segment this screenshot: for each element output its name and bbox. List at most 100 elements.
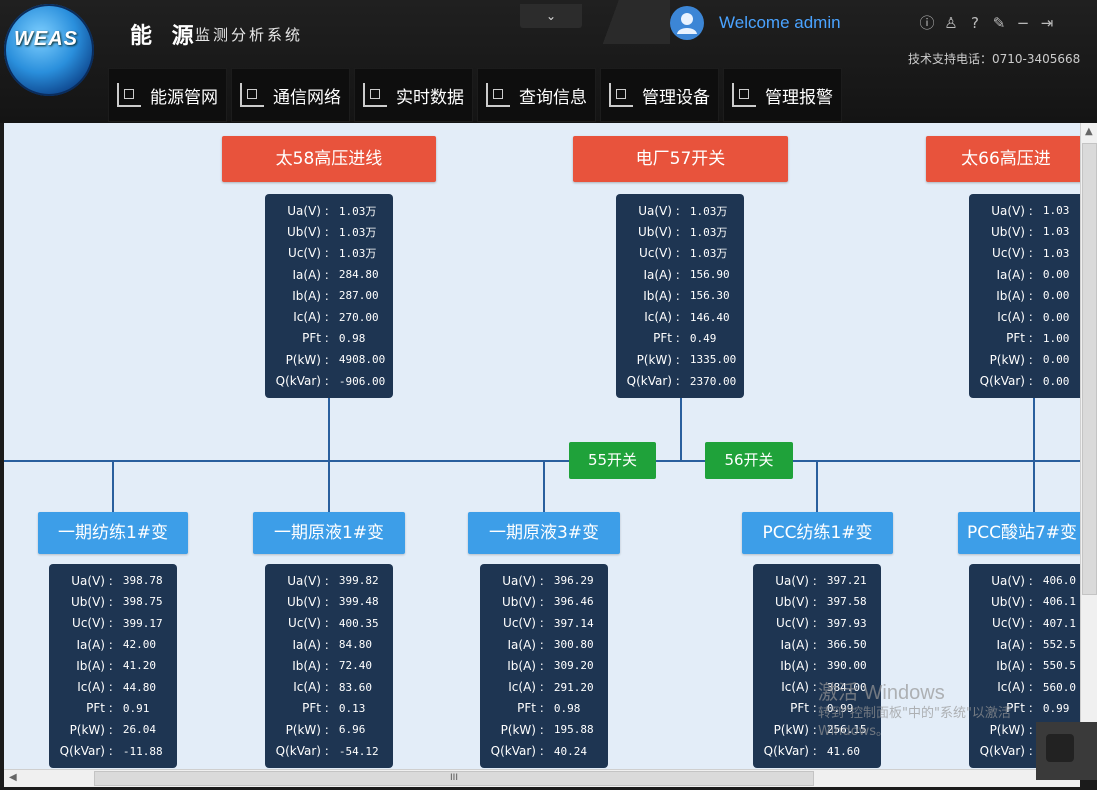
- metric-label: PFt :: [302, 331, 329, 346]
- metric-value: 407.1: [1042, 616, 1076, 630]
- metric-row: Uc(V) : 1.03: [969, 243, 1080, 264]
- user-avatar-icon[interactable]: [670, 6, 704, 40]
- metric-value: 42.00: [122, 638, 156, 652]
- incomer-button-2[interactable]: 电厂57开关: [573, 136, 788, 182]
- metric-value: 83.60: [338, 680, 372, 694]
- metric-value: 1.03万: [338, 225, 377, 239]
- metric-label: Uc(V) :: [503, 616, 544, 631]
- stem-feeder-1: [112, 462, 114, 512]
- switch-56[interactable]: 56开关: [705, 442, 793, 479]
- incomer-button-3[interactable]: 太66高压进: [926, 136, 1080, 182]
- help-icon[interactable]: ?: [971, 14, 979, 32]
- nav-label: 管理设备: [642, 87, 710, 108]
- incomer-button-1[interactable]: 太58高压进线: [222, 136, 436, 182]
- metric-value: 0.00: [1042, 289, 1070, 303]
- metric-row: Ic(A) : 44.80: [49, 676, 177, 697]
- metric-value: 1.03万: [689, 225, 728, 239]
- metric-row: Ib(A) :287.00: [265, 285, 393, 306]
- horizontal-scrollbar[interactable]: ◀ III: [4, 769, 1080, 787]
- nav-query[interactable]: 查询信息: [477, 68, 596, 122]
- minimize-icon[interactable]: −: [1016, 14, 1030, 32]
- metric-label: Ia(A) :: [76, 637, 113, 652]
- metric-value: 1.03: [1042, 246, 1070, 260]
- logout-icon[interactable]: ⇥: [1040, 14, 1054, 32]
- horizontal-scroll-thumb[interactable]: III: [94, 771, 814, 786]
- metric-label: Ic(A) :: [77, 680, 113, 695]
- metric-label: Ic(A) :: [508, 680, 544, 695]
- metric-row: Ia(A) : 42.00: [49, 634, 177, 655]
- nav-label: 能源管网: [150, 87, 218, 108]
- metric-row: P(kW) :1335.00: [616, 349, 744, 370]
- metric-label: Uc(V) :: [288, 616, 329, 631]
- vertical-scrollbar[interactable]: ▲: [1080, 123, 1097, 769]
- collapse-header-toggle[interactable]: ⌄: [520, 4, 582, 28]
- metric-label: Q(kVar) :: [763, 744, 817, 759]
- metric-value: 44.80: [122, 680, 156, 694]
- vertical-scroll-thumb[interactable]: [1082, 143, 1097, 595]
- nav-realtime-data[interactable]: 实时数据: [354, 68, 473, 122]
- nav-alarm-management[interactable]: 管理报警: [723, 68, 842, 122]
- metric-value: 1.03: [1042, 204, 1070, 218]
- header-decoration: [590, 0, 670, 44]
- feeder-button-4[interactable]: PCC纺练1#变: [742, 512, 893, 554]
- metric-value: 399.82: [338, 574, 379, 588]
- floating-tool-button[interactable]: [1036, 722, 1097, 780]
- metric-row: Ub(V) :1.03万: [616, 221, 744, 242]
- device-icon: [609, 83, 633, 107]
- metric-value: 156.90: [689, 268, 730, 282]
- metric-value: 0.91: [122, 701, 150, 715]
- edit-icon[interactable]: ✎: [992, 14, 1006, 32]
- metric-row: P(kW) :: [969, 719, 1080, 740]
- nav-label: 通信网络: [273, 87, 341, 108]
- metric-label: Ib(A) :: [292, 288, 329, 303]
- nav-energy-network[interactable]: 能源管网: [108, 68, 227, 122]
- info-icon[interactable]: ⓘ: [919, 14, 935, 32]
- metric-row: Ib(A) :156.30: [616, 285, 744, 306]
- metric-row: Ib(A) :41.20: [49, 655, 177, 676]
- metric-label: Uc(V) :: [288, 246, 329, 261]
- metric-label: Uc(V) :: [992, 616, 1033, 631]
- feeder-button-1[interactable]: 一期纺练1#变: [38, 512, 188, 554]
- metric-label: Ub(V) :: [991, 594, 1033, 609]
- metric-row: Ub(V) :396.46: [480, 591, 608, 612]
- metric-label: PFt :: [302, 701, 329, 716]
- metric-label: Ia(A) :: [507, 637, 544, 652]
- metric-label: PFt :: [653, 331, 680, 346]
- scroll-left-icon[interactable]: ◀: [9, 772, 17, 783]
- metric-label: PFt :: [1006, 701, 1033, 716]
- metric-value: 156.30: [689, 289, 730, 303]
- metric-value: 0.13: [338, 701, 366, 715]
- metric-label: P(kW) :: [989, 722, 1033, 737]
- feeder-button-3[interactable]: 一期原液3#变: [468, 512, 620, 554]
- metric-value: 1.00: [1042, 331, 1070, 345]
- metric-label: Ia(A) :: [643, 267, 680, 282]
- metric-label: P(kW) :: [69, 722, 113, 737]
- metric-label: Ub(V) :: [287, 224, 329, 239]
- metric-label: Uc(V) :: [992, 246, 1033, 261]
- feeder-button-5[interactable]: PCC酸站7#变: [958, 512, 1080, 554]
- metric-label: PFt :: [790, 701, 817, 716]
- metric-value: 2370.00: [689, 374, 737, 388]
- metric-label: Ub(V) :: [287, 594, 329, 609]
- nav-communication[interactable]: 通信网络: [231, 68, 350, 122]
- switch-55[interactable]: 55开关: [569, 442, 656, 479]
- nav-device-management[interactable]: 管理设备: [600, 68, 719, 122]
- metric-row: PFt :0.98: [480, 698, 608, 719]
- metric-value: 146.40: [689, 310, 730, 324]
- metric-value: 1.03万: [338, 247, 377, 261]
- feeder-button-2[interactable]: 一期原液1#变: [253, 512, 405, 554]
- metric-row: Uc(V) : 407.1: [969, 613, 1080, 634]
- metric-label: Ub(V) :: [991, 224, 1033, 239]
- metric-value: 300.80: [553, 638, 594, 652]
- metric-value: 72.40: [338, 659, 372, 673]
- scroll-up-icon[interactable]: ▲: [1085, 126, 1093, 137]
- metric-value: 309.20: [553, 659, 594, 673]
- metric-row: Ib(A) :309.20: [480, 655, 608, 676]
- search-icon: [486, 83, 510, 107]
- metric-value: 0.49: [689, 331, 717, 345]
- user-icon[interactable]: ♙: [944, 14, 958, 32]
- stem-incomer-1: [328, 396, 330, 460]
- metric-value: 397.14: [553, 616, 594, 630]
- metric-row: Ia(A) :552.5: [969, 634, 1080, 655]
